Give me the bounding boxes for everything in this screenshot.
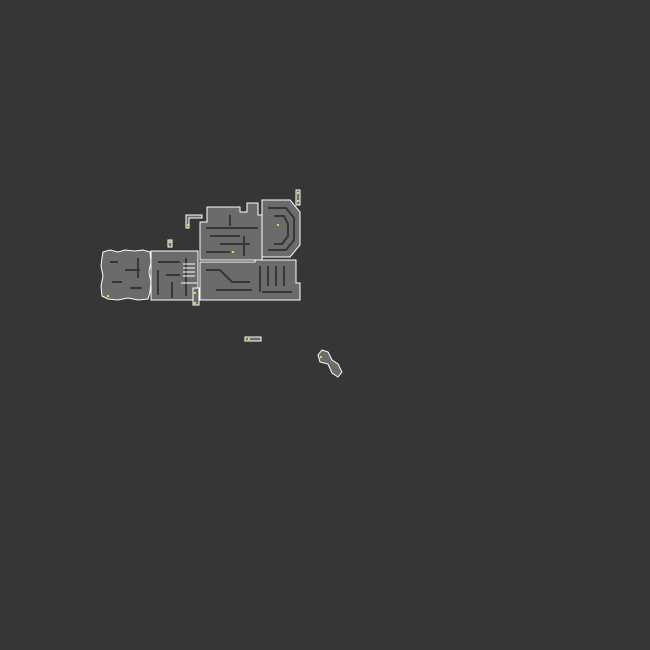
room-south-pillar: [192, 287, 200, 306]
room-small-switch: [167, 239, 173, 248]
marker: [107, 295, 109, 297]
marker: [187, 224, 189, 226]
marker: [248, 338, 250, 340]
marker: [169, 241, 171, 243]
map-inner-walls: [110, 207, 295, 298]
marker: [277, 224, 279, 226]
map-rooms: [100, 189, 343, 378]
room-ledge: [244, 336, 262, 342]
room-l-corridor: [185, 214, 203, 229]
room-central-complex: [199, 202, 263, 261]
stairs: [181, 263, 197, 284]
room-east-pillar: [295, 189, 301, 206]
marker: [297, 200, 299, 202]
marker: [232, 251, 234, 253]
map-markers: [107, 192, 322, 358]
marker: [194, 292, 196, 294]
room-west-caves: [100, 249, 152, 301]
marker: [320, 356, 322, 358]
room-outpost: [317, 349, 343, 378]
marker: [194, 302, 196, 304]
marker: [297, 192, 299, 194]
